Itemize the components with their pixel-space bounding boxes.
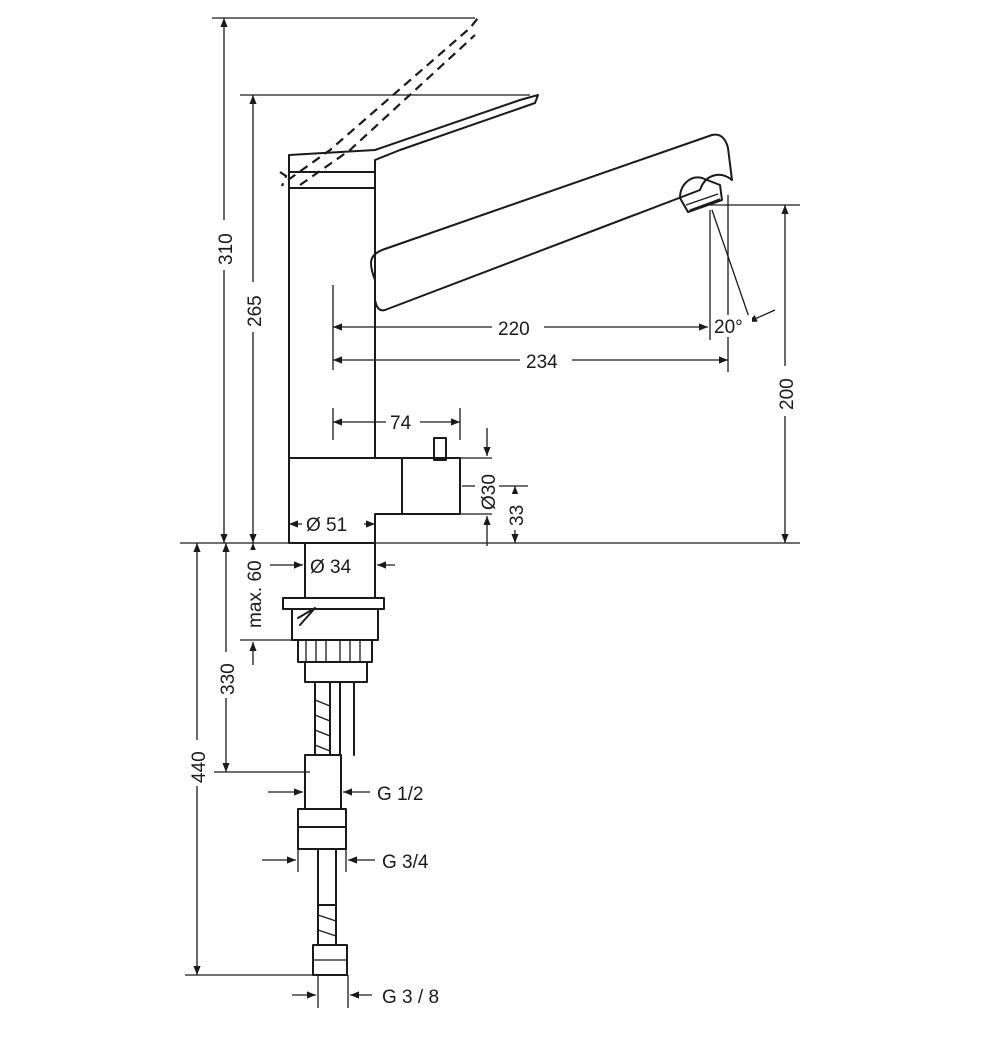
mounting-nut: [297, 639, 373, 663]
mounting-shank: [304, 542, 376, 599]
dim-330: 330: [218, 663, 239, 695]
dim-diameter-34: Ø 34: [310, 557, 352, 578]
dim-74: 74: [390, 413, 412, 434]
mounting-washer: [282, 597, 385, 610]
thread-g-half: G 1/2: [377, 784, 423, 805]
lever-raised-dashed: [287, 17, 479, 186]
spout: [369, 133, 733, 312]
dim-max-60: max. 60: [245, 560, 266, 628]
dim-33: 33: [507, 505, 528, 526]
lever: [288, 94, 539, 173]
thread-g-three-eighth: G 3 / 8: [382, 987, 439, 1008]
aerator: [679, 176, 723, 213]
dim-200: 200: [777, 378, 798, 410]
dim-220: 220: [498, 319, 530, 340]
dim-310: 310: [216, 233, 237, 265]
dim-20-degrees: 20°: [714, 317, 743, 338]
dimension-lines: [180, 17, 800, 1008]
fitting-g-half: [304, 754, 342, 810]
dim-diameter-51: Ø 51: [306, 515, 347, 536]
thread-g-three-quarter: G 3/4: [382, 852, 429, 873]
side-connector: [401, 457, 461, 515]
dim-265: 265: [245, 295, 266, 327]
connector-knob: [433, 437, 447, 461]
dimension-labels: 310 265 200 220 234 20° 74 Ø30 33 Ø 51 Ø…: [185, 220, 798, 1008]
dim-234: 234: [526, 352, 558, 373]
dim-diameter-30: Ø30: [479, 474, 500, 510]
dim-440: 440: [189, 751, 210, 783]
body-column: [288, 171, 376, 459]
supply-hose: [314, 681, 355, 756]
faucet-outline: [279, 17, 733, 976]
